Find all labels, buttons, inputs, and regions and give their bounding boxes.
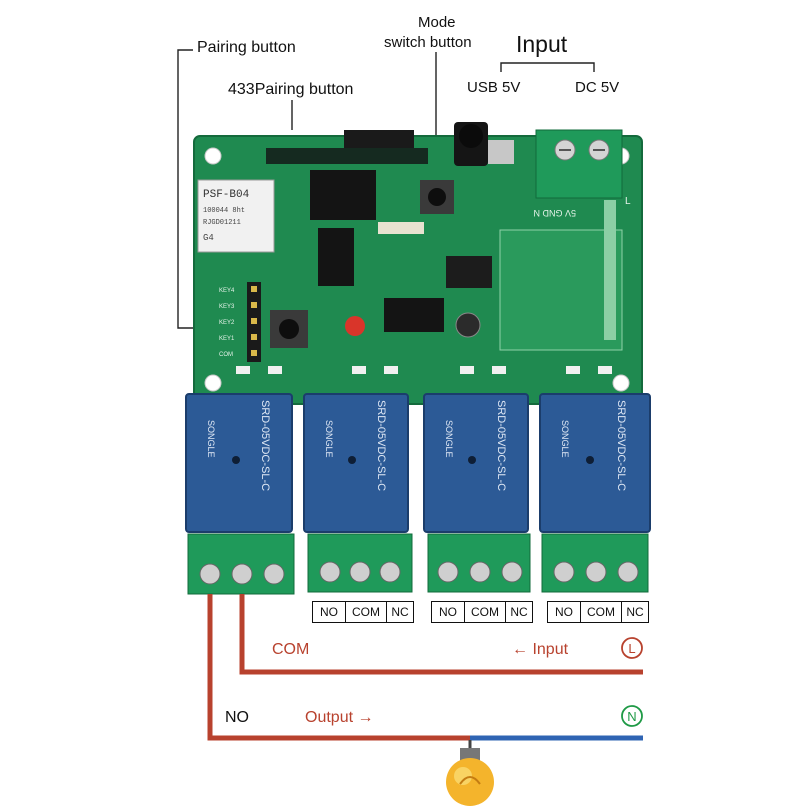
- mode-label-line2: switch button: [384, 34, 472, 51]
- svg-text:SRD-05VDC-SL-C: SRD-05VDC-SL-C: [375, 400, 387, 491]
- no-wire-label: NO: [225, 709, 249, 726]
- svg-text:SONGLE: SONGLE: [444, 420, 454, 458]
- input-bracket: [500, 62, 595, 72]
- svg-text:N: N: [627, 709, 636, 724]
- svg-text:KEY3: KEY3: [219, 304, 235, 310]
- mode-button-graphic: [420, 180, 454, 214]
- wifi-module: PSF-B04 100044 8ht RJGD01211 G4: [197, 179, 275, 253]
- terminal-nc-label: NC: [391, 605, 409, 619]
- svg-text:L: L: [628, 641, 635, 656]
- com-wire-label: COM: [272, 641, 310, 658]
- chip-1: [310, 170, 376, 220]
- svg-text:KEY1: KEY1: [219, 336, 235, 342]
- silk-power: 5V GND N: [533, 208, 576, 218]
- dc-label: DC 5V: [575, 79, 620, 96]
- pairing-433-label: 433Pairing button: [228, 81, 354, 98]
- relays: SRD-05VDC-SL-C SONGLE SRD-05VDC-SL-C SON…: [185, 393, 651, 533]
- terminal-labels-3: NO COM NC: [547, 601, 649, 623]
- svg-text:KEY2: KEY2: [219, 320, 235, 326]
- mode-label-line1: Mode: [418, 14, 456, 31]
- key-header: KEY4 KEY3 KEY2 KEY1 COM: [219, 282, 261, 362]
- svg-text:100044 8ht: 100044 8ht: [203, 207, 245, 215]
- svg-text:KEY4: KEY4: [219, 288, 235, 294]
- relay-4: SRD-05VDC-SL-C SONGLE: [539, 393, 651, 533]
- screw-terminals: [187, 533, 649, 595]
- capacitor: [455, 312, 481, 338]
- dc-jack: [454, 122, 514, 166]
- relay-1: SRD-05VDC-SL-C SONGLE: [185, 393, 293, 533]
- svg-text:SONGLE: SONGLE: [560, 420, 570, 458]
- terminal-com-label: COM: [581, 602, 622, 622]
- terminal-no-label: NO: [432, 602, 465, 622]
- terminal-labels-1: NO COM NC: [312, 601, 414, 623]
- chip-3: [384, 298, 444, 332]
- usb-label: USB 5V: [467, 79, 521, 96]
- terminal-3: [427, 533, 531, 593]
- relay-leds: [236, 366, 612, 374]
- terminal-1: [187, 533, 295, 595]
- svg-text:SONGLE: SONGLE: [206, 420, 216, 458]
- svg-text:RJGD01211: RJGD01211: [203, 219, 241, 227]
- svg-text:COM: COM: [219, 352, 233, 358]
- relay-2: SRD-05VDC-SL-C SONGLE: [303, 393, 409, 533]
- status-led: [345, 316, 365, 336]
- wire-no: [207, 594, 470, 741]
- light-bulb-icon: [446, 740, 494, 806]
- chip-2: [318, 228, 354, 286]
- module-label: PSF-B04: [203, 189, 250, 201]
- power-section: [499, 229, 623, 351]
- live-symbol-icon: L: [621, 637, 643, 659]
- terminal-no-label: NO: [548, 602, 581, 622]
- output-wire-label: Output →: [305, 709, 374, 726]
- neutral-symbol-icon: N: [621, 705, 643, 727]
- svg-text:SONGLE: SONGLE: [324, 420, 334, 458]
- svg-text:SRD-05VDC-SL-C: SRD-05VDC-SL-C: [495, 400, 507, 491]
- terminal-nc-label: NC: [510, 605, 528, 619]
- pairing-button-label: Pairing button: [197, 39, 296, 56]
- svg-text:SRD-05VDC-SL-C: SRD-05VDC-SL-C: [615, 400, 627, 491]
- wiring: [207, 594, 643, 741]
- power-terminal: [535, 129, 623, 199]
- regulator: [446, 256, 492, 288]
- svg-text:G4: G4: [203, 233, 214, 243]
- relay-3: SRD-05VDC-SL-C SONGLE: [423, 393, 529, 533]
- terminal-com-label: COM: [465, 602, 506, 622]
- wire-com: [239, 594, 643, 675]
- terminal-4: [541, 533, 649, 593]
- input-title: Input: [516, 31, 568, 57]
- input-wire-label: ← Input: [512, 641, 569, 658]
- terminal-no-label: NO: [313, 602, 346, 622]
- pairing-button-graphic: [270, 310, 308, 348]
- terminal-com-label: COM: [346, 602, 387, 622]
- terminal-labels-2: NO COM NC: [431, 601, 533, 623]
- terminal-nc-label: NC: [626, 605, 644, 619]
- silk-L: L: [625, 196, 631, 207]
- terminal-2: [307, 533, 413, 593]
- svg-text:SRD-05VDC-SL-C: SRD-05VDC-SL-C: [259, 400, 271, 491]
